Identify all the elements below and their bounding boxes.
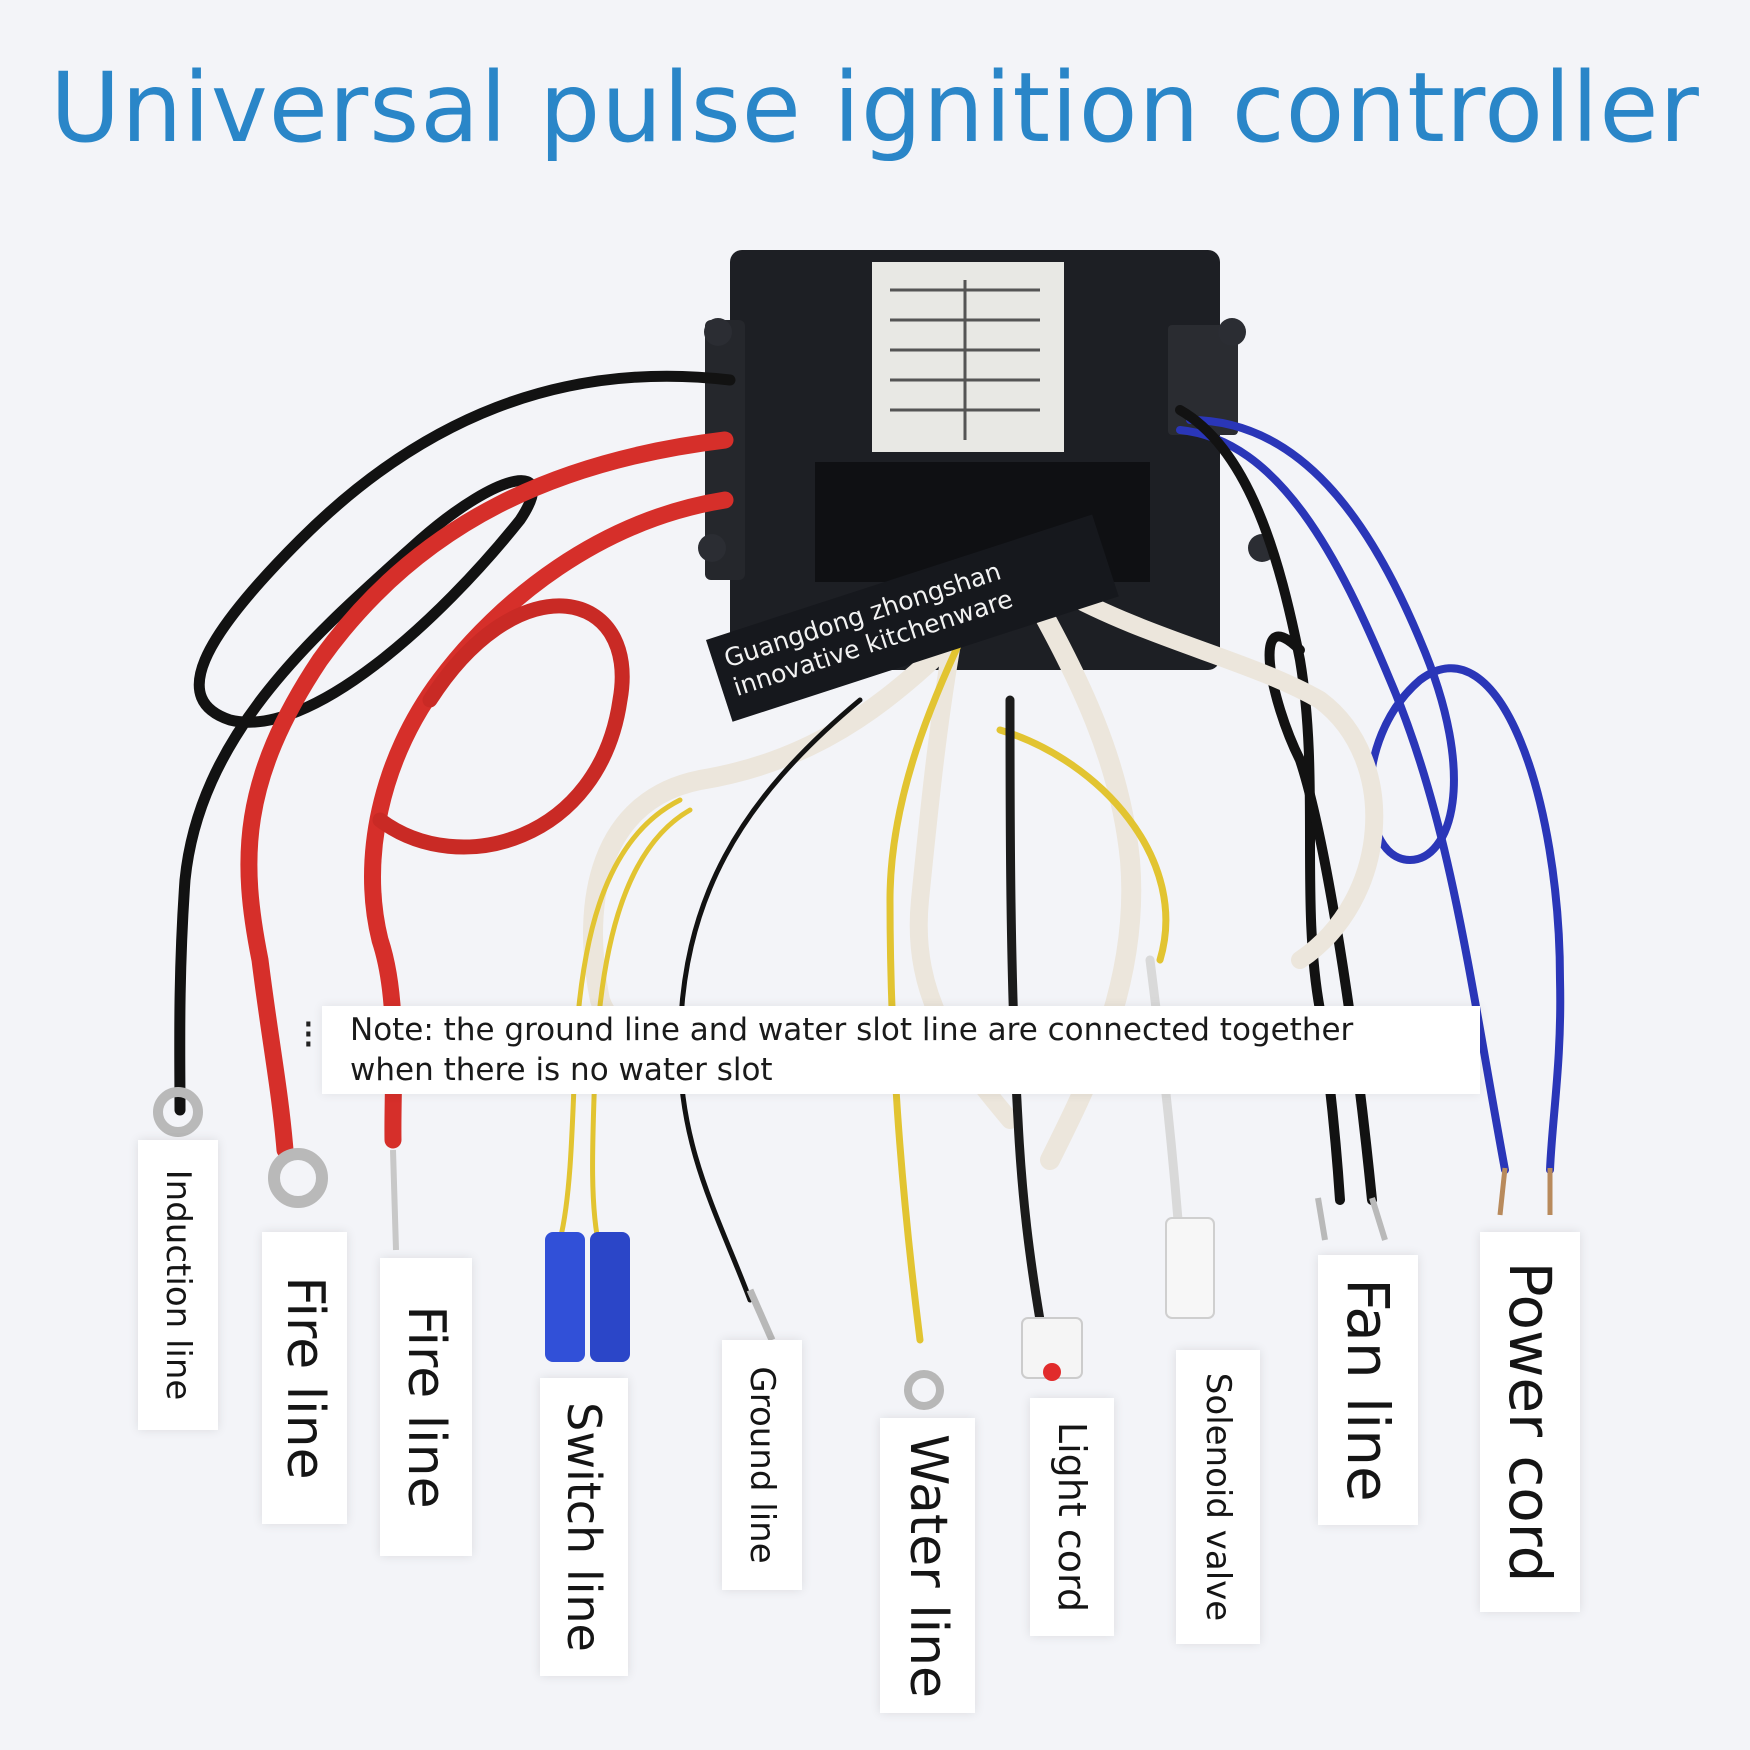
- water-ring-terminal: [904, 1370, 944, 1410]
- label-text: Water line: [897, 1433, 958, 1698]
- ring-terminal-induction: [153, 1087, 203, 1137]
- label-text: Fire line: [396, 1305, 456, 1509]
- label-fan-line: Fan line: [1318, 1255, 1418, 1525]
- pin-terminal-fire: [390, 1149, 399, 1251]
- blue-spade-terminal-2: [590, 1232, 630, 1362]
- label-text: Fan line: [1334, 1278, 1402, 1502]
- label-water-line: Water line: [880, 1418, 975, 1713]
- label-ground-line: Ground line: [722, 1340, 802, 1590]
- label-text: Light cord: [1050, 1421, 1094, 1613]
- red-led-icon: [1043, 1363, 1061, 1381]
- label-induction-line: Induction line: [138, 1140, 218, 1430]
- label-text: Fire line: [274, 1276, 335, 1480]
- power-copper-ends: [1497, 1167, 1553, 1216]
- label-switch-line: Switch line: [540, 1378, 628, 1676]
- note-line1: Note: the ground line and water slot lin…: [350, 1012, 1354, 1048]
- fan-stripped-ends: [1315, 1197, 1388, 1241]
- ground-terminal: [746, 1288, 776, 1342]
- product-label: [872, 262, 1064, 452]
- wire-terminals: [153, 1087, 1553, 1410]
- label-text: Ground line: [742, 1366, 782, 1564]
- label-fire-line-1: Fire line: [262, 1232, 347, 1524]
- ring-terminal-fire: [268, 1148, 328, 1208]
- label-light-cord: Light cord: [1030, 1398, 1114, 1636]
- label-text: Switch line: [557, 1402, 611, 1652]
- title: Universal pulse ignition controller: [50, 52, 1700, 164]
- note-mark-icon: ⁝: [302, 1012, 315, 1058]
- label-text: Solenoid valve: [1198, 1372, 1238, 1622]
- note-box: ⁝ Note: the ground line and water slot l…: [302, 1006, 1480, 1094]
- solenoid-connector: [1165, 1217, 1215, 1319]
- note-line2: when there is no water slot: [350, 1052, 773, 1088]
- label-text: Induction line: [158, 1169, 198, 1401]
- label-solenoid-valve: Solenoid valve: [1176, 1350, 1260, 1644]
- label-text: Power cord: [1496, 1261, 1564, 1583]
- label-power-cord: Power cord: [1480, 1232, 1580, 1612]
- blue-spade-terminal-1: [545, 1232, 585, 1362]
- label-fire-line-2: Fire line: [380, 1258, 472, 1556]
